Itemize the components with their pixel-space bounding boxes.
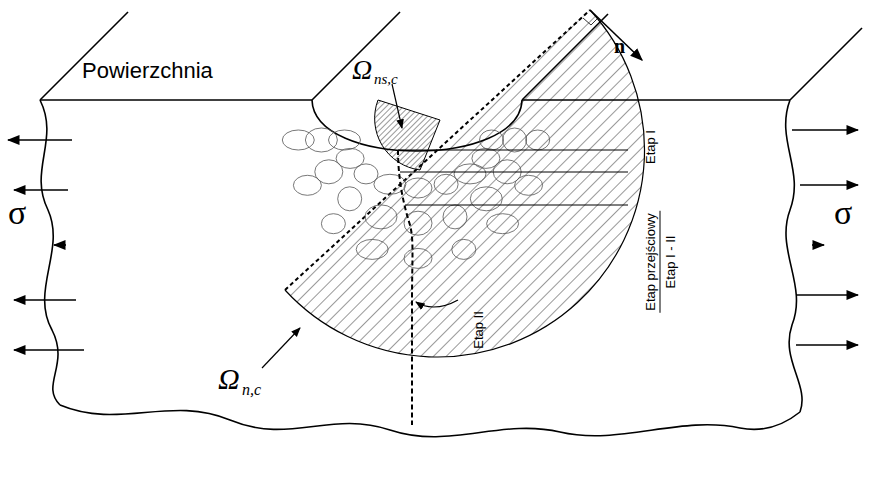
- grain: [293, 175, 321, 195]
- grain: [365, 205, 397, 229]
- stage-label: Etap I - II: [661, 211, 677, 313]
- crack-path: [398, 150, 413, 425]
- grain: [487, 214, 519, 234]
- zone-subscript: n,c: [242, 382, 261, 398]
- right-angle-mark: [583, 18, 598, 25]
- stage-label: Etap przejściowy: [644, 211, 661, 313]
- leader-line: [392, 84, 402, 128]
- zone-arc: [285, 10, 645, 357]
- grain-structure: [282, 128, 549, 268]
- stage-fraction: Etap przejściowyEtap I - II: [644, 211, 677, 313]
- grain: [329, 130, 361, 150]
- grain: [321, 214, 345, 234]
- grain: [503, 128, 527, 152]
- grain: [404, 211, 432, 235]
- grain: [282, 130, 314, 150]
- grain: [443, 205, 467, 229]
- grain: [470, 187, 502, 211]
- zone-hatch: [285, 10, 645, 357]
- stress-label: σ: [834, 196, 852, 230]
- grain: [515, 175, 543, 195]
- stress-label: σ: [8, 196, 26, 230]
- zone-symbol: Ω: [218, 364, 240, 394]
- stress-arrows: [8, 130, 858, 350]
- grain: [454, 164, 486, 184]
- stage-label: Etap I: [644, 130, 657, 164]
- zone-symbol: Ω: [352, 56, 372, 84]
- grain: [356, 239, 388, 259]
- surface-label: Powierzchnia: [82, 60, 213, 82]
- stage-arrow: [416, 300, 458, 307]
- normal-label: n: [614, 36, 625, 56]
- zone-subscript: ns,c: [374, 72, 398, 87]
- leader-line: [262, 328, 300, 368]
- grain: [434, 174, 458, 194]
- stage-label: Etap II: [472, 311, 485, 349]
- stage-lines: [398, 150, 628, 205]
- grain: [404, 178, 432, 198]
- grain: [404, 248, 432, 268]
- grain: [480, 130, 504, 150]
- grain: [305, 128, 337, 152]
- normal-arrow: [590, 10, 642, 60]
- grain: [526, 130, 550, 150]
- small-zone: [375, 100, 440, 170]
- grain: [338, 187, 362, 211]
- grain: [452, 239, 476, 259]
